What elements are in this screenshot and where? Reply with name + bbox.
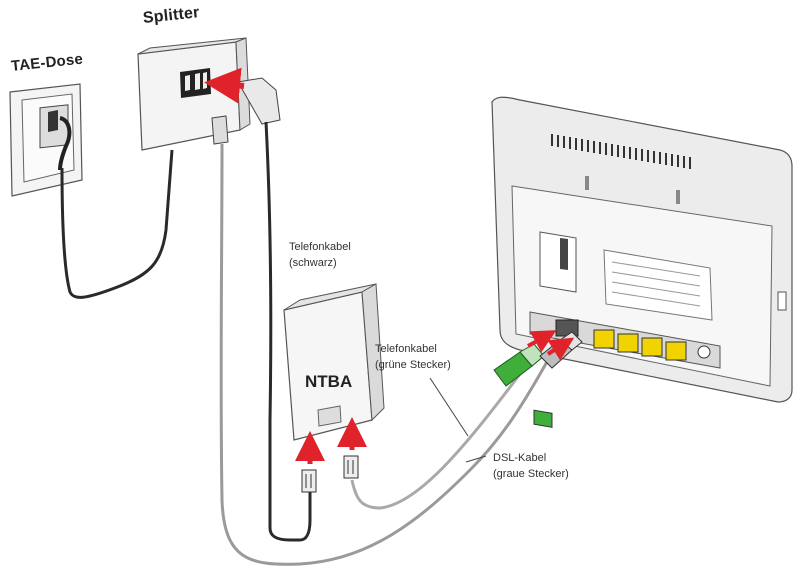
splitter-to-ntba-cable — [264, 121, 312, 542]
label-dsl-kabel-line2: (graue Stecker) — [493, 468, 569, 480]
rj45-plug-ntba-left — [301, 469, 317, 493]
label-telefonkabel-schwarz: Telefonkabel (schwarz) — [289, 239, 351, 271]
red-arrow-splitter — [204, 67, 245, 104]
leader-telefonkabel-gruen — [429, 377, 469, 437]
ntba-box — [283, 283, 385, 441]
label-telefonkabel-gruen: Telefonkabel (grüne Stecker) — [375, 341, 451, 373]
ntba-to-router-cable — [350, 373, 522, 510]
splitter-box — [137, 37, 281, 151]
router — [491, 96, 793, 428]
leader-dsl — [465, 455, 487, 463]
label-telefonkabel-gruen-line1: Telefonkabel — [375, 343, 437, 355]
tae-to-splitter-cable — [60, 149, 174, 299]
label-dsl-kabel-line1: DSL-Kabel — [493, 452, 547, 464]
label-telefonkabel-schwarz-line1: Telefonkabel — [289, 241, 351, 253]
dsl-cable — [219, 143, 550, 566]
label-telefonkabel-gruen-line2: (grüne Stecker) — [375, 359, 451, 371]
red-arrow-router-1 — [527, 330, 557, 353]
label-ntba: NTBA — [305, 372, 353, 391]
label-dsl-kabel: DSL-Kabel (graue Stecker) — [493, 450, 569, 482]
label-telefonkabel-schwarz-line2: (schwarz) — [289, 257, 337, 269]
rj45-plug-ntba-right — [343, 455, 359, 479]
tae-socket — [9, 83, 83, 197]
red-arrow-router-2 — [546, 337, 575, 361]
